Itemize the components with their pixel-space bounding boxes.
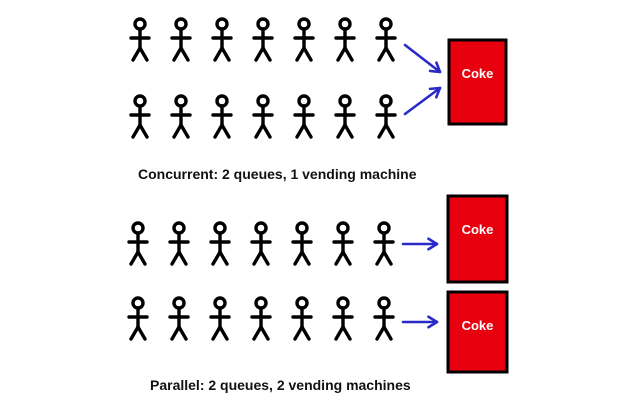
stick-figure-icon: [211, 94, 233, 139]
vending-machine-icon: Coke: [446, 194, 509, 284]
vending-machine-icon: Coke: [447, 38, 508, 126]
stick-figure-icon: [375, 17, 397, 62]
stick-figure-icon: [334, 17, 356, 62]
stick-figure-icon: [291, 221, 313, 266]
machine-label: Coke: [462, 318, 494, 333]
stick-figure-icon: [250, 296, 272, 341]
concurrent-caption: Concurrent: 2 queues, 1 vending machine: [138, 166, 417, 182]
stick-figure-icon: [332, 221, 354, 266]
stick-figure-icon: [168, 296, 190, 341]
stick-figure-icon: [127, 296, 149, 341]
stick-figure-icon: [293, 94, 315, 139]
stick-figure-icon: [373, 221, 395, 266]
stick-figure-icon: [373, 296, 395, 341]
arrow-icon: [403, 86, 442, 116]
concurrent-section: Coke: [129, 17, 508, 139]
stick-figure-icon: [334, 94, 356, 139]
stick-figure-icon: [170, 94, 192, 139]
queue-row: [127, 221, 395, 266]
stick-figure-icon: [250, 221, 272, 266]
stick-figure-icon: [209, 221, 231, 266]
stick-figure-icon: [127, 221, 149, 266]
vending-machine-icon: Coke: [446, 290, 509, 374]
arrow-icon: [401, 315, 439, 329]
stick-figure-icon: [252, 94, 274, 139]
stick-figure-icon: [332, 296, 354, 341]
stick-figure-icon: [293, 17, 315, 62]
stick-figure-icon: [375, 94, 397, 139]
arrow-icon: [401, 237, 439, 251]
stick-figure-icon: [129, 17, 151, 62]
stick-figure-icon: [170, 17, 192, 62]
stick-figure-icon: [291, 296, 313, 341]
stick-figure-icon: [209, 296, 231, 341]
queue-row: [129, 17, 397, 62]
stick-figure-icon: [252, 17, 274, 62]
queue-row: [127, 296, 395, 341]
machine-label: Coke: [462, 222, 494, 237]
machine-label: Coke: [462, 66, 494, 81]
arrow-icon: [403, 43, 442, 74]
queue-row: [129, 94, 397, 139]
stick-figure-icon: [168, 221, 190, 266]
stick-figure-icon: [211, 17, 233, 62]
stick-figure-icon: [129, 94, 151, 139]
parallel-caption: Parallel: 2 queues, 2 vending machines: [150, 377, 411, 393]
